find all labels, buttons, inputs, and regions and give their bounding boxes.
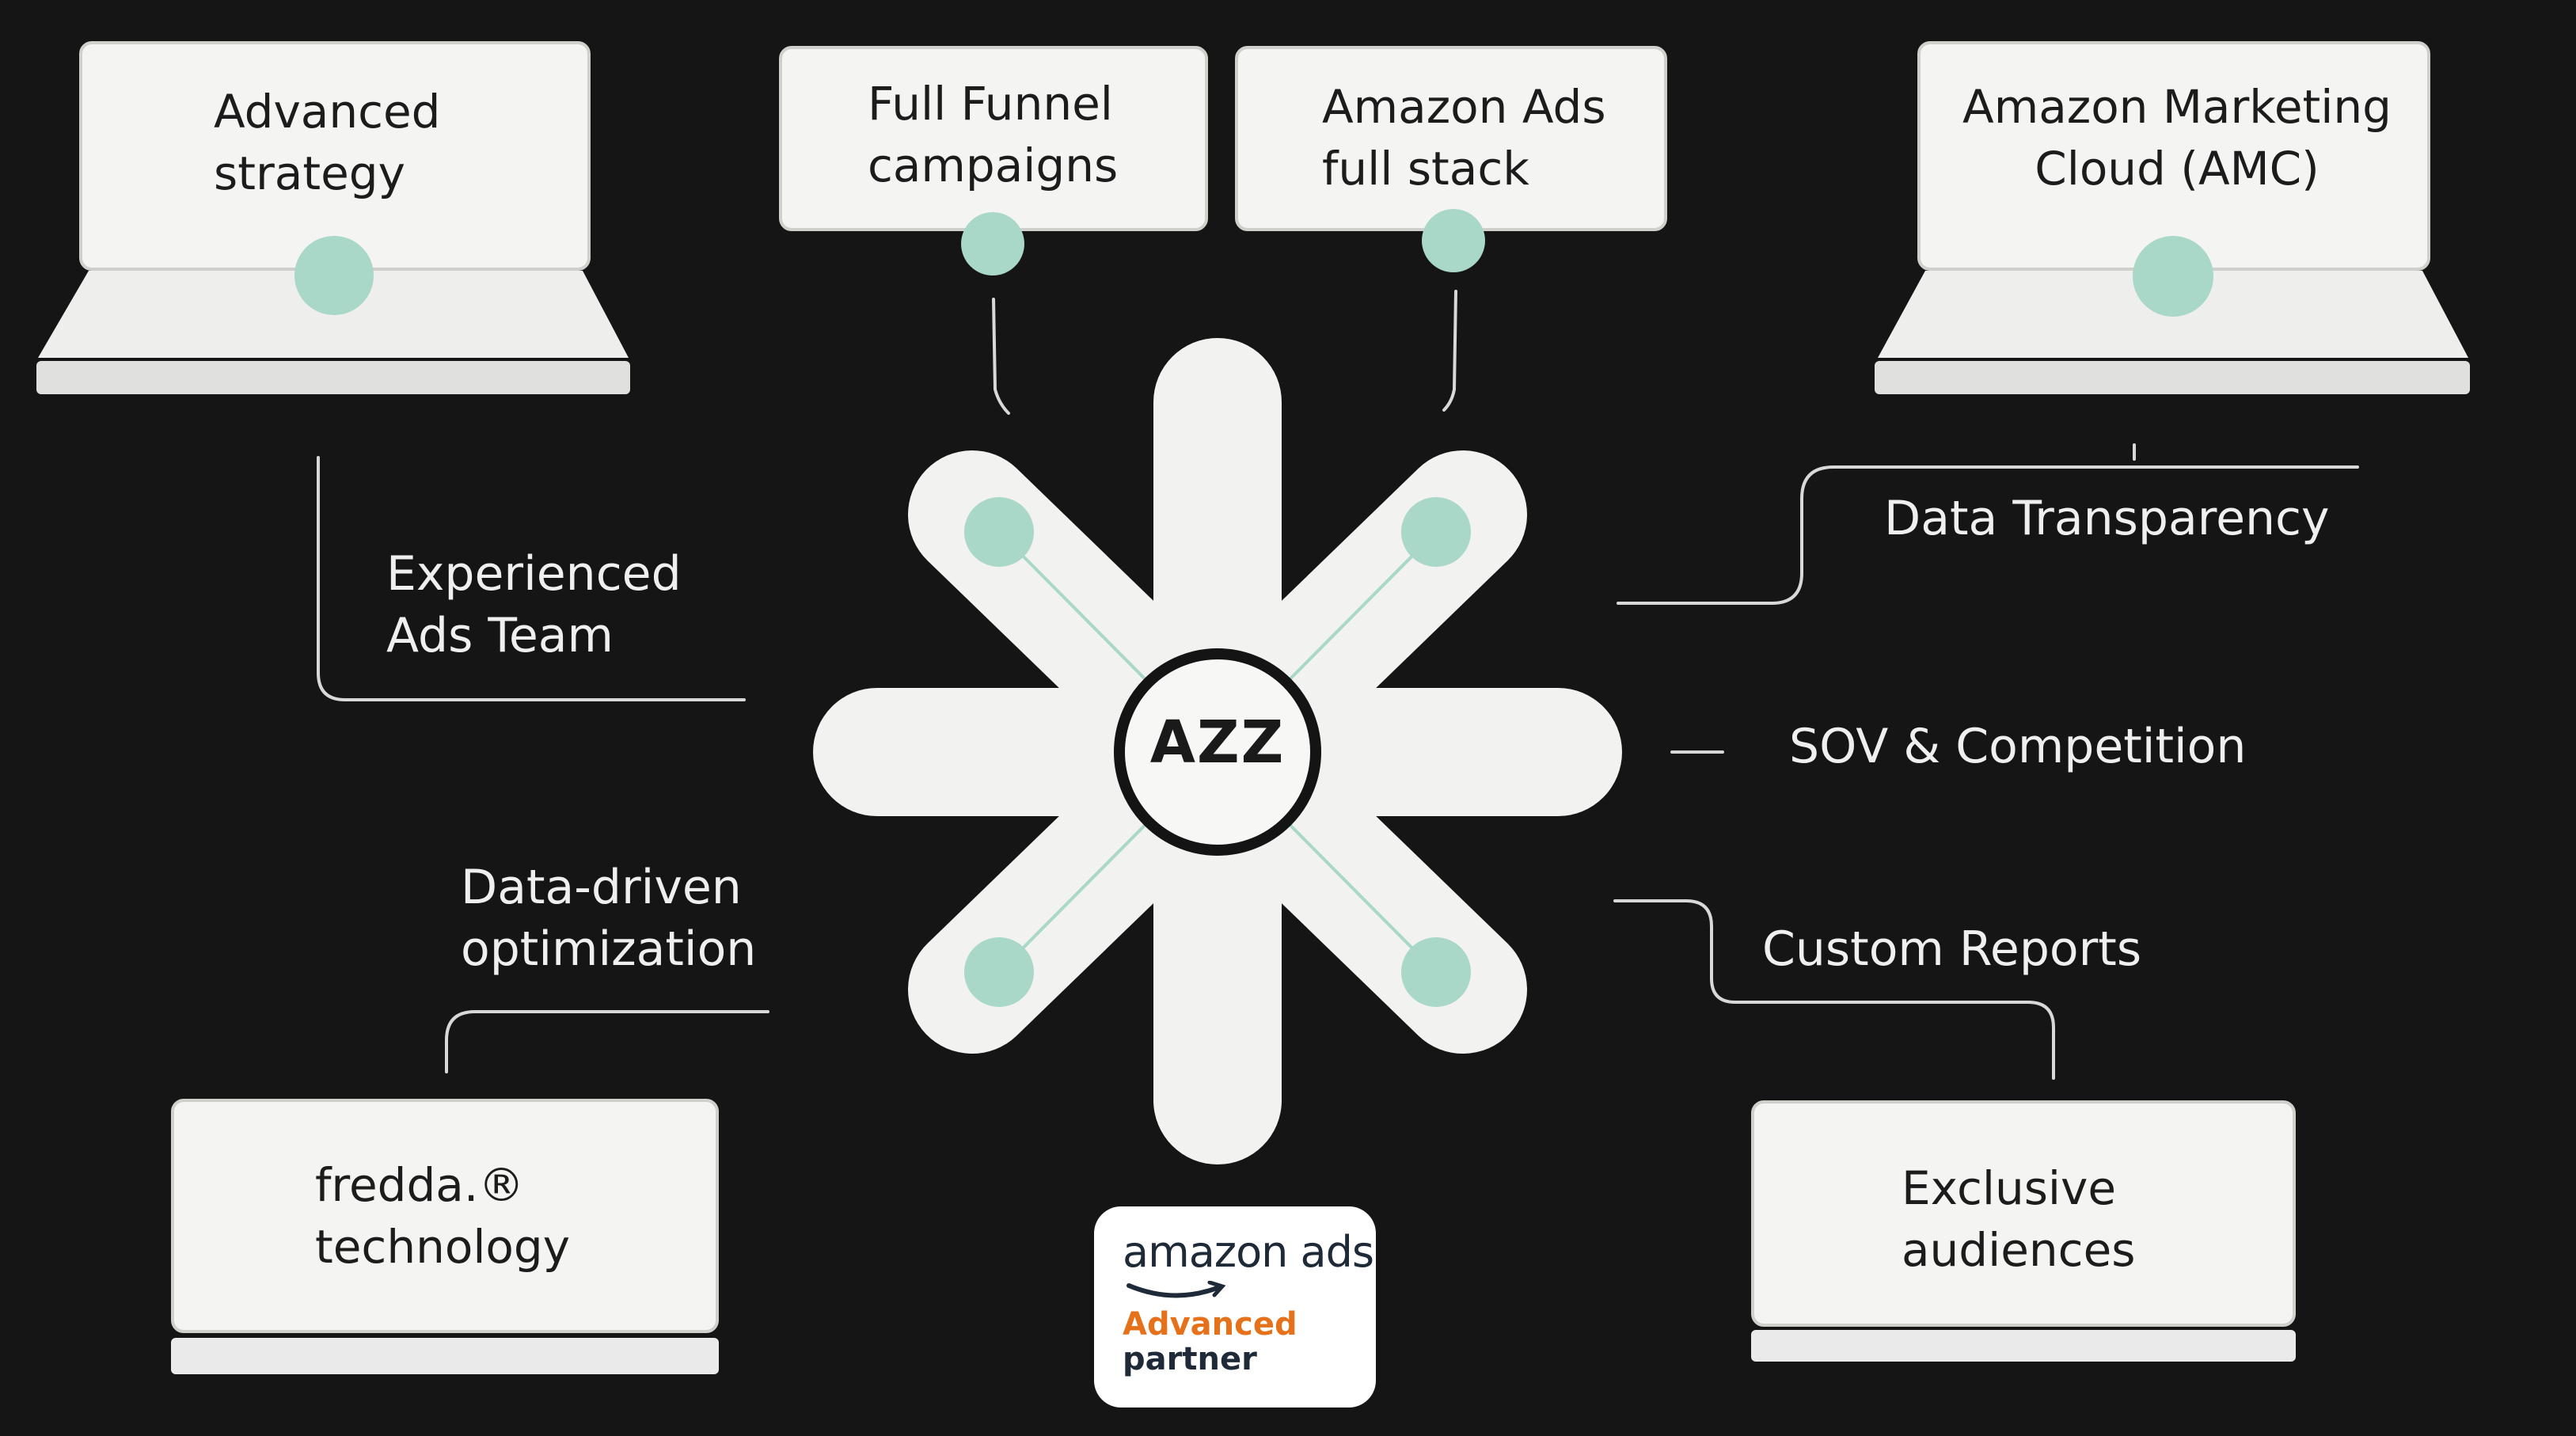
amazon-ads-partner-badge: amazon ads Advanced partner (1094, 1206, 1376, 1408)
label-experienced-team: Experienced Ads Team (386, 546, 682, 663)
amazon-smile-icon (1127, 1281, 1226, 1298)
card-fredda: fredda.® technology (171, 1099, 719, 1333)
card-full-funnel-text: Full Funnel campaigns (868, 77, 1119, 192)
label-data-driven: Data-driven optimization (461, 860, 757, 977)
node-amc (2133, 236, 2213, 317)
badge-partner-text: partner (1123, 1341, 1257, 1377)
connector-full-funnel (992, 298, 1010, 415)
connector-experienced-team (317, 456, 746, 701)
card-exclusive-audiences-base (1751, 1330, 2296, 1362)
amazon-ads-logo: amazon ads (1123, 1227, 1374, 1277)
card-fredda-base (171, 1338, 719, 1374)
connector-data-driven (445, 1010, 769, 1073)
card-amc-text: Amazon Marketing Cloud (AMC) (1962, 80, 2392, 196)
card-amc: Amazon Marketing Cloud (AMC) (1917, 41, 2430, 271)
card-advanced-strategy-text: Advanced strategy (214, 85, 441, 200)
hub-label: AZZ (1149, 709, 1286, 777)
badge-advanced-text: Advanced (1123, 1306, 1297, 1343)
node-amazon-ads-stack (1422, 209, 1485, 272)
card-amazon-ads-stack: Amazon Ads full stack (1235, 46, 1667, 231)
label-sov-competition: SOV & Competition (1789, 719, 2247, 774)
connector-custom-reports (1613, 899, 2055, 1080)
card-exclusive-audiences: Exclusive audiences (1751, 1100, 2296, 1327)
node-full-funnel (961, 212, 1024, 275)
hub-asterisk (813, 338, 1622, 1164)
label-custom-reports: Custom Reports (1762, 921, 2142, 977)
connector-data-transparency (1617, 465, 2359, 605)
connector-lines (317, 290, 2359, 1080)
connector-amazon-ads-stack (1442, 290, 1457, 412)
card-exclusive-audiences-text: Exclusive audiences (1902, 1161, 2136, 1277)
card-amazon-ads-stack-text: Amazon Ads full stack (1322, 80, 1606, 196)
label-data-transparency: Data Transparency (1884, 491, 2330, 546)
card-full-funnel: Full Funnel campaigns (779, 46, 1208, 231)
card-fredda-text: fredda.® technology (315, 1158, 571, 1274)
node-advanced-strategy (294, 236, 374, 315)
